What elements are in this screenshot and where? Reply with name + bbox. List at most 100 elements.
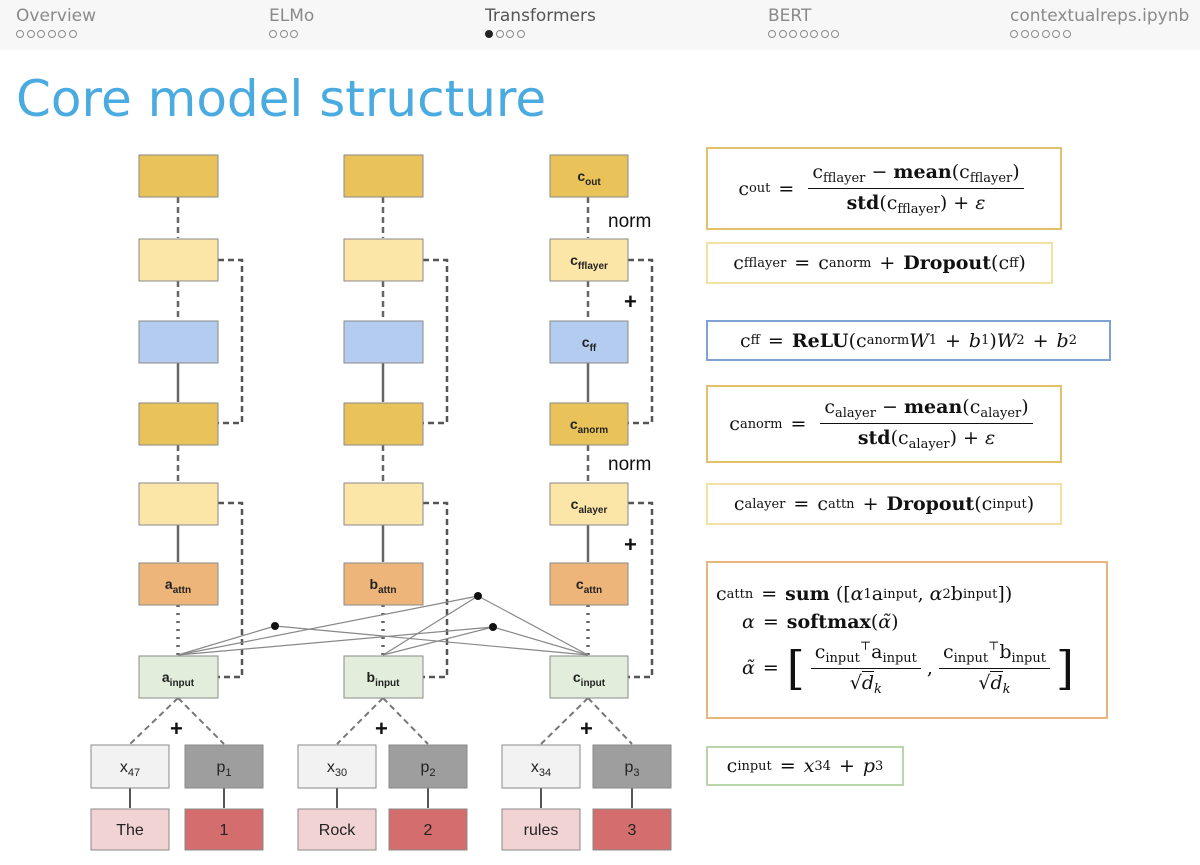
progress-dot[interactable]: [26, 30, 35, 38]
progress-dot[interactable]: [16, 30, 24, 38]
token-label: x30: [327, 759, 347, 779]
nav-section-label: contextualreps.ipynb: [1010, 6, 1190, 26]
dot-product-node: [271, 622, 279, 630]
attn-label: battn: [370, 576, 397, 596]
alayer-box: [343, 482, 424, 526]
norm-annotation: norm: [608, 454, 651, 475]
nav-section-elmo[interactable]: ELMo: [269, 6, 314, 38]
progress-dot[interactable]: [1031, 30, 1039, 38]
progress-dot[interactable]: [516, 30, 525, 38]
progress-dot[interactable]: [810, 30, 818, 38]
dot-product-node: [489, 623, 497, 631]
input-label: cinput: [573, 669, 606, 689]
nav-section-transformers[interactable]: Transformers: [485, 6, 596, 38]
progress-dot[interactable]: [68, 30, 77, 38]
progress-dot[interactable]: [1010, 30, 1018, 38]
index-box: [592, 808, 672, 851]
token-label: x47: [120, 759, 140, 779]
attention-line: [274, 625, 589, 656]
transformer-diagram: .lbl { font-family:"Liberation Sans", sa…: [90, 154, 672, 851]
index-box: [388, 808, 468, 851]
attn-box: [343, 562, 424, 606]
dot-product-node: [474, 592, 482, 600]
plus-annotation: +: [170, 716, 183, 741]
anorm-label: canorm: [570, 416, 608, 436]
plus-annotation: +: [624, 532, 637, 557]
embedding-connector: [540, 697, 589, 745]
progress-dot[interactable]: [37, 30, 45, 38]
nav-progress-dots[interactable]: [1010, 30, 1189, 38]
nav-section-label: Transformers: [485, 6, 596, 26]
residual-connection: [218, 501, 244, 679]
token-label: x34: [531, 759, 551, 779]
section-nav: Overview ELMo Transformers BERT contextu…: [0, 0, 1200, 50]
progress-dot[interactable]: [506, 30, 514, 38]
embedding-connector: [129, 697, 179, 745]
nav-section-label: BERT: [768, 6, 812, 26]
progress-dot[interactable]: [279, 30, 288, 38]
input-box: [343, 655, 424, 699]
anorm-box: [549, 402, 629, 446]
attention-line: [492, 626, 589, 656]
nav-progress-dots[interactable]: [16, 30, 96, 38]
fflayer-label: cfflayer: [570, 252, 608, 272]
nav-progress-dots[interactable]: [269, 30, 314, 38]
output-box: [343, 154, 424, 198]
nav-section-overview[interactable]: Overview: [16, 6, 96, 38]
attention-line: [177, 626, 494, 656]
progress-dot[interactable]: [820, 30, 829, 38]
ff-box: [343, 320, 424, 364]
position-label: p2: [420, 759, 435, 779]
attention-line: [177, 625, 276, 656]
attention-line: [177, 595, 479, 656]
progress-dot[interactable]: [1020, 30, 1029, 38]
index-box: [184, 808, 264, 851]
progress-dot[interactable]: [789, 30, 797, 38]
fflayer-box: [549, 238, 629, 282]
progress-dot[interactable]: [47, 30, 56, 38]
progress-dot[interactable]: [799, 30, 808, 38]
position-box: [592, 744, 672, 789]
embedding-connector: [177, 697, 225, 745]
position-label: p1: [216, 759, 231, 779]
attn-label: aattn: [165, 576, 191, 596]
attention-line: [382, 626, 494, 656]
progress-dot[interactable]: [290, 30, 298, 38]
attn-box: [138, 562, 219, 606]
progress-dot[interactable]: [1052, 30, 1060, 38]
alayer-label: calayer: [571, 496, 608, 516]
attention-line: [382, 595, 479, 656]
word-box: [501, 808, 581, 851]
nav-section-label: ELMo: [269, 6, 315, 26]
ff-label: cff: [582, 334, 597, 354]
slide-title: Core model structure: [16, 70, 547, 128]
nav-progress-dots[interactable]: [768, 30, 842, 38]
nav-section-bert[interactable]: BERT: [768, 6, 842, 38]
nav-section-label: Overview: [16, 6, 97, 26]
plus-annotation: +: [624, 289, 637, 314]
progress-dot[interactable]: [495, 30, 504, 38]
progress-dot[interactable]: [778, 30, 787, 38]
progress-dot[interactable]: [485, 30, 493, 38]
progress-dot[interactable]: [768, 30, 776, 38]
progress-dot[interactable]: [1062, 30, 1071, 38]
residual-connection: [628, 258, 654, 425]
progress-dot[interactable]: [269, 30, 277, 38]
progress-dot[interactable]: [831, 30, 839, 38]
ff-box: [549, 320, 629, 364]
nav-progress-dots[interactable]: [485, 30, 596, 38]
anorm-box: [343, 402, 424, 446]
progress-dot[interactable]: [1041, 30, 1050, 38]
nav-section-notebook[interactable]: contextualreps.ipynb: [1010, 6, 1189, 38]
position-label: p3: [624, 759, 639, 779]
attention-line: [477, 595, 589, 656]
progress-dot[interactable]: [58, 30, 66, 38]
alayer-box: [549, 482, 629, 526]
embedding-connector: [336, 697, 384, 745]
fflayer-box: [138, 238, 219, 282]
